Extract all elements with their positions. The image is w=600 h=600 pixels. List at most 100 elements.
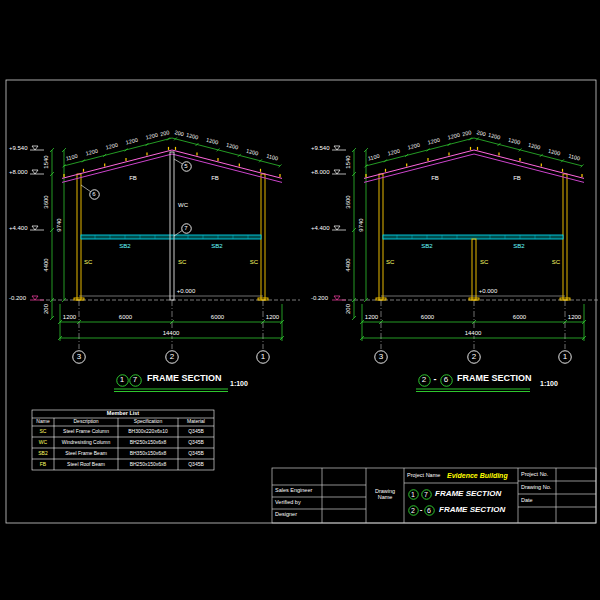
dimension-label: 6000 — [210, 314, 225, 320]
title-block-text: Drawing Name — [367, 489, 403, 501]
title-circle: 6 — [440, 374, 453, 387]
member-label: SB2 — [210, 243, 223, 249]
member-label: FB — [430, 175, 440, 181]
table-cell: Q345B — [187, 462, 205, 467]
dimension-label: 9740 — [56, 217, 62, 232]
circle-shape — [129, 374, 141, 386]
circle-shape — [181, 223, 191, 233]
bubble-number: 2 — [411, 507, 415, 514]
dimension-label: 1540 — [345, 154, 351, 169]
title-circle: 2 — [408, 505, 419, 516]
circle-shape — [440, 374, 452, 386]
dimension-label: 6000 — [512, 314, 527, 320]
member-label: SB2 — [118, 243, 131, 249]
elevation-label: +0.000 — [176, 288, 197, 294]
table-header: Name — [35, 419, 50, 424]
callout-bubble: 7 — [181, 223, 192, 234]
title-block-text: Designer — [274, 512, 298, 518]
elevation-label: +8.000 — [310, 169, 331, 175]
bubble-number: 7 — [184, 225, 187, 231]
title-block-text: Sales Engineer — [274, 488, 313, 494]
member-label: FB — [512, 175, 522, 181]
dimension-label: 200 — [173, 130, 185, 138]
table-cell: FB — [39, 462, 47, 467]
title-block-text: Verified by — [274, 500, 302, 506]
title-circle: 1 — [408, 489, 419, 500]
dimension-label: 200 — [43, 303, 49, 315]
title-block-text: Project No. — [520, 472, 549, 478]
dimension-label: 4400 — [345, 257, 351, 272]
circle-shape — [89, 189, 99, 199]
bubble-number: 6 — [92, 191, 95, 197]
table-cell: SC — [39, 429, 48, 434]
elevation-label: -0.200 — [310, 295, 329, 301]
member-label: SC — [177, 259, 187, 265]
member-label: WC — [177, 202, 189, 208]
bubble-number: 1 — [411, 491, 415, 498]
bubble-number: 5 — [184, 163, 187, 169]
dimension-label: 3600 — [43, 194, 49, 209]
title-block-text: Date — [520, 498, 534, 504]
dimension-label: 14400 — [464, 330, 483, 336]
grid-bubble: 1 — [256, 350, 270, 364]
table-header: Description — [72, 419, 99, 424]
table-cell: BH350x150x6x8 — [129, 451, 168, 456]
dimension-label: 1100 — [265, 153, 280, 162]
table-header: Material — [186, 419, 206, 424]
dimension-label: 1540 — [43, 154, 49, 169]
member-label: SC — [385, 259, 395, 265]
member-label: SB2 — [512, 243, 525, 249]
dimension-label: 1200 — [144, 133, 159, 142]
grid-bubble: 3 — [374, 350, 388, 364]
circle-shape — [166, 351, 179, 364]
circle-shape — [421, 489, 431, 499]
circle-shape — [116, 374, 128, 386]
elevation-label: -0.200 — [8, 295, 27, 301]
dimension-label: 200 — [475, 130, 487, 138]
grid-bubble: 3 — [72, 350, 86, 364]
title-block-text: Project Name — [406, 473, 441, 479]
dimension-label: 1200 — [124, 138, 139, 147]
dimension-label: 1200 — [546, 148, 561, 157]
title-dash: - — [433, 375, 438, 384]
title-circle: 6 — [424, 505, 435, 516]
title-circle: 1 — [116, 374, 129, 387]
dimension-label: 1200 — [486, 133, 501, 142]
table-cell: BH250x150x6x8 — [129, 462, 168, 467]
scale-label: 1:100 — [229, 380, 249, 387]
bubble-number: 1 — [563, 353, 567, 361]
dimension-label: 1200 — [446, 133, 461, 142]
dimension-label: 1200 — [386, 148, 401, 157]
dimension-label: 200 — [345, 303, 351, 315]
table-cell: Q345B — [187, 451, 205, 456]
circle-shape — [181, 161, 191, 171]
dimension-label: 1200 — [204, 138, 219, 147]
member-label: FB — [128, 175, 138, 181]
member-label: SC — [479, 259, 489, 265]
table-cell: SB2 — [37, 451, 48, 456]
bubble-number: 1 — [261, 353, 265, 361]
callout-bubble: 5 — [181, 161, 192, 172]
grid-bubble: 1 — [558, 350, 572, 364]
title-circle: 7 — [421, 489, 432, 500]
elevation-label: +9.540 — [310, 145, 331, 151]
table-cell: Windresisting Column — [61, 440, 112, 445]
elevation-label: +0.000 — [478, 288, 499, 294]
grid-bubble: 2 — [467, 350, 481, 364]
dimension-label: 1200 — [364, 314, 379, 320]
dimension-label: 1200 — [84, 148, 99, 157]
circle-shape — [424, 505, 434, 515]
member-label: SC — [83, 259, 93, 265]
table-cell: BH250x150x6x8 — [129, 440, 168, 445]
table-cell: BH300x220x6x10 — [127, 429, 168, 434]
dimension-label: 6000 — [118, 314, 133, 320]
table-title: Member List — [106, 411, 140, 417]
section-title: FRAME SECTION — [456, 374, 533, 383]
circle-shape — [257, 351, 270, 364]
member-label: SC — [249, 259, 259, 265]
dimension-label: 1200 — [244, 148, 259, 157]
table-cell: WC — [38, 440, 48, 445]
callout-bubble: 6 — [89, 189, 100, 200]
dimension-label: 1200 — [567, 314, 582, 320]
